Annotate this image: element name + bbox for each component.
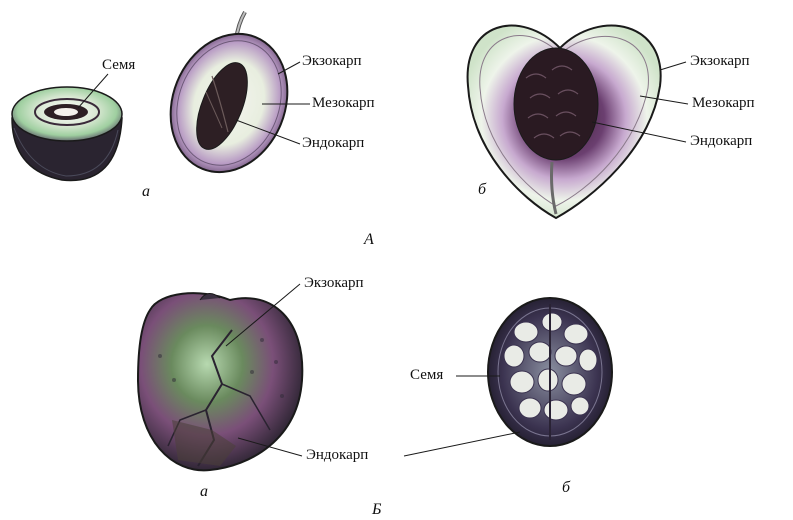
label-endocarp-peach: Эндокарп — [690, 134, 752, 149]
leader-exocarp-b — [660, 62, 686, 70]
group-letter-B: Б — [372, 502, 381, 518]
label-seed-walnut: Семя — [410, 368, 443, 383]
walnut-fruit-drawing — [138, 293, 302, 470]
panel-letter-a-bottom: а — [200, 484, 208, 500]
panel-letter-a-top: а — [142, 184, 150, 200]
label-exocarp-walnut: Экзокарп — [304, 276, 364, 291]
panel-letter-b-top: б — [478, 182, 486, 198]
plum-half-drawing — [12, 87, 122, 180]
group-letter-A: А — [364, 232, 374, 248]
label-exocarp-plum: Экзокарп — [302, 54, 362, 69]
label-endocarp-walnut: Эндокарп — [306, 448, 368, 463]
label-endocarp-plum: Эндокарп — [302, 136, 364, 151]
label-seed-plum: Семя — [102, 58, 135, 73]
label-mesocarp-plum: Мезокарп — [312, 96, 375, 111]
peach-cut-drawing — [468, 26, 661, 218]
plum-cut-drawing — [150, 12, 307, 190]
leader-endocarp-walnut-cut — [404, 432, 520, 456]
walnut-cut-drawing — [488, 298, 612, 446]
label-exocarp-peach: Экзокарп — [690, 54, 750, 69]
panel-letter-b-bottom: б — [562, 480, 570, 496]
label-mesocarp-peach: Мезокарп — [692, 96, 755, 111]
